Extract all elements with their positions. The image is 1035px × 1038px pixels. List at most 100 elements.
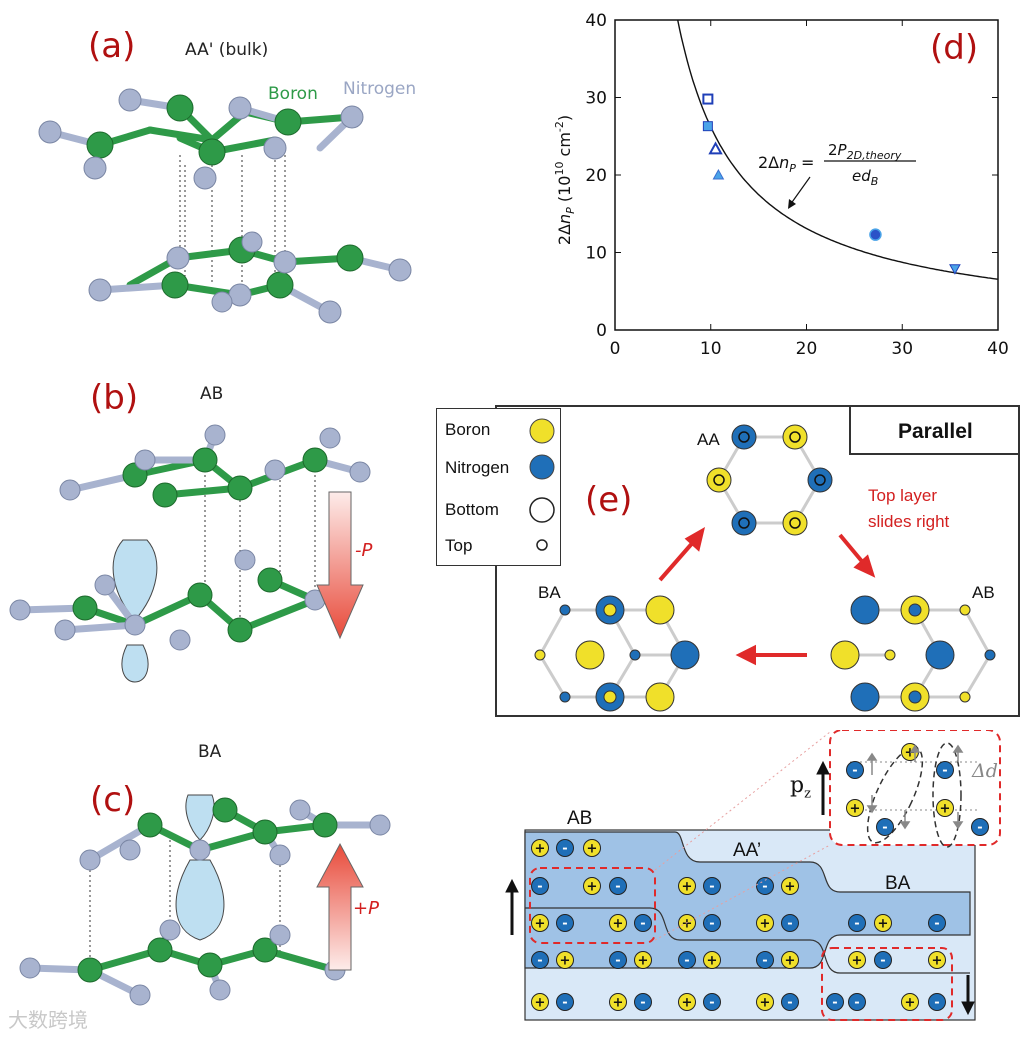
- positive-ion: [756, 914, 774, 932]
- panel-a-label: (a): [88, 26, 136, 66]
- panel-c-label: (c): [90, 780, 136, 820]
- positive-ion: [756, 993, 774, 1011]
- negative-ion: [848, 914, 866, 932]
- negative-ion: [678, 951, 696, 969]
- negative-ion: [531, 951, 549, 969]
- ion-sign: -: [537, 954, 542, 969]
- panel-a-title: AA' (bulk): [185, 40, 269, 60]
- data-point: [712, 168, 725, 180]
- ion-sign: +: [587, 880, 598, 895]
- data-point: [869, 228, 882, 241]
- ion-sign: +: [682, 880, 693, 895]
- negative-ion: [928, 914, 946, 932]
- positive-ion: [901, 993, 919, 1011]
- ion-sign: -: [537, 880, 542, 895]
- ion-sign: -: [709, 880, 714, 895]
- panel-f-domains: +-+-+-+--++-+-+-+--+--+-+-+-++-++-+-+-+-…: [505, 730, 1001, 1021]
- negative-ion: [609, 877, 627, 895]
- ion-sign: -: [854, 996, 859, 1011]
- negative-ion: [781, 914, 799, 932]
- ion-sign: -: [762, 880, 767, 895]
- equation-denominator: edB: [852, 167, 878, 188]
- negative-ion: [556, 839, 574, 857]
- positive-ion: [583, 877, 601, 895]
- positive-ion: [556, 951, 574, 969]
- equation-numerator: 2P2D,theory: [828, 141, 902, 162]
- ion-sign: -: [787, 996, 792, 1011]
- parallel-box: [849, 407, 1019, 455]
- panel-a-lattice: [38, 88, 412, 324]
- zoom-inset: -+-+-+-: [846, 742, 989, 848]
- parallel-label: Parallel: [898, 420, 973, 443]
- ion-sign: +: [932, 954, 943, 969]
- chart-ylabel: 2ΔnP (1010 cm-2): [553, 115, 577, 245]
- ion-grid: +-+-+-+--++-+-+-+--+--+-+-+-++-++-+-+-+-…: [531, 839, 946, 1011]
- panel-c-title: BA: [198, 742, 222, 762]
- ion-sign: +: [613, 996, 624, 1011]
- stack-ab-label: AB: [972, 583, 995, 602]
- positive-ion: [531, 839, 549, 857]
- ion-sign: -: [562, 917, 567, 932]
- panel-b-label: (b): [90, 378, 139, 418]
- positive-ion: [874, 914, 892, 932]
- chart-fit-curve: [677, 19, 998, 280]
- nitrogen-label: Nitrogen: [343, 79, 417, 99]
- positive-ion: [781, 877, 799, 895]
- ab-atoms: [830, 595, 996, 712]
- panel-d-label: (d): [930, 28, 979, 68]
- domain-ba-label: BA: [885, 873, 911, 894]
- ion-sign: +: [878, 917, 889, 932]
- ion-sign: -: [709, 996, 714, 1011]
- positive-ion: [703, 951, 721, 969]
- equation-lhs: 2ΔnP =: [758, 153, 814, 175]
- positive-ion: [609, 914, 627, 932]
- positive-ion: [531, 993, 549, 1011]
- legend-nitrogen: Nitrogen: [445, 458, 510, 477]
- ion-sign: +: [760, 917, 771, 932]
- ion-sign: +: [535, 996, 546, 1011]
- x-tick-label: 0: [610, 339, 621, 359]
- negative-ion: [703, 914, 721, 932]
- ion-sign: +: [905, 746, 916, 761]
- domain-aap-label: AA’: [733, 840, 762, 861]
- negative-ion: [826, 993, 844, 1011]
- ion-sign: -: [709, 917, 714, 932]
- ion-sign: +: [785, 880, 796, 895]
- negative-ion: [609, 951, 627, 969]
- ion-sign: -: [977, 821, 982, 836]
- data-point: [949, 264, 961, 275]
- negative-ion: [703, 993, 721, 1011]
- y-tick-label: 0: [596, 321, 607, 341]
- y-tick-label: 40: [585, 11, 607, 31]
- ion-sign: -: [762, 954, 767, 969]
- ion-sign: -: [942, 764, 947, 779]
- data-point: [708, 141, 723, 155]
- legend-boron: Boron: [445, 420, 491, 439]
- negative-ion: [936, 761, 954, 779]
- negative-ion: [556, 993, 574, 1011]
- ion-sign: -: [684, 954, 689, 969]
- boron-label: Boron: [268, 84, 318, 104]
- negative-ion: [971, 818, 989, 836]
- negative-ion: [703, 877, 721, 895]
- x-tick-label: 20: [796, 339, 818, 359]
- positive-ion: [781, 951, 799, 969]
- positive-ion: [928, 951, 946, 969]
- ion-sign: -: [640, 917, 645, 932]
- chart-points: [702, 93, 961, 275]
- negative-ion: [848, 993, 866, 1011]
- negative-ion: [634, 914, 652, 932]
- pz-label: pz: [790, 773, 811, 802]
- ion-sign: +: [535, 842, 546, 857]
- negative-ion: [846, 761, 864, 779]
- data-point: [702, 93, 714, 105]
- positive-ion: [846, 799, 864, 817]
- ion-sign: +: [535, 917, 546, 932]
- negative-ion: [874, 951, 892, 969]
- ion-sign: +: [638, 954, 649, 969]
- negative-ion: [928, 993, 946, 1011]
- ion-sign: +: [850, 802, 861, 817]
- x-tick-label: 40: [987, 339, 1009, 359]
- panel-e-stackings: [534, 424, 996, 712]
